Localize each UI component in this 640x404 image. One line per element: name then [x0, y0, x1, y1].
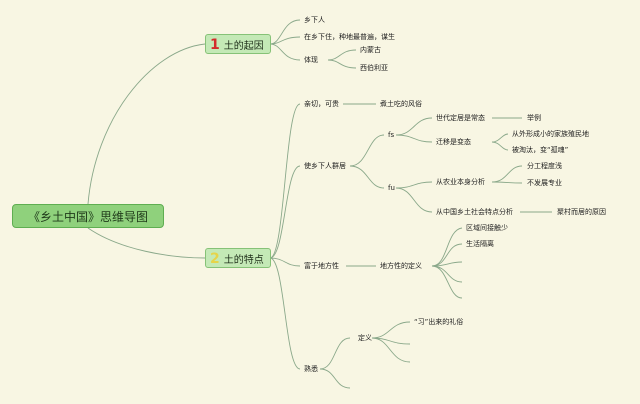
node-cunluo[interactable]: 聚村而居的原因 — [557, 208, 606, 216]
node-zhongdi[interactable]: 在乡下住，种地最普遍，谋生 — [304, 33, 395, 41]
node-fengong[interactable]: 分工程度浅 — [527, 162, 562, 170]
branch-origin-number: 1 — [210, 37, 220, 53]
node-guhun[interactable]: 被淘汰，变“孤魂” — [512, 146, 569, 154]
node-zhimindi[interactable]: 从外形成小的家族殖民地 — [512, 130, 589, 138]
node-zhuanye[interactable]: 不发展专业 — [527, 179, 562, 187]
node-xiboliya[interactable]: 西伯利亚 — [360, 64, 388, 72]
node-zhutu[interactable]: 煮土吃的风俗 — [380, 100, 422, 108]
node-jiechu[interactable]: 区域间接触少 — [466, 224, 508, 232]
node-dingyi[interactable]: 定义 — [358, 334, 372, 342]
node-fu[interactable]: fu — [388, 184, 395, 192]
node-lijiu[interactable]: 举例 — [527, 114, 541, 122]
node-fuyu[interactable]: 富于地方性 — [304, 262, 339, 270]
node-shuxi[interactable]: 熟悉 — [304, 365, 318, 373]
branch-features-number: 2 — [210, 251, 220, 267]
node-qunju[interactable]: 使乡下人群居 — [304, 162, 346, 170]
node-tixian[interactable]: 体现 — [304, 56, 318, 64]
node-xi[interactable]: “习”出来的礼俗 — [414, 318, 464, 326]
node-qianyi[interactable]: 迁移是变态 — [436, 138, 471, 146]
node-shidai[interactable]: 世代定居是常态 — [436, 114, 485, 122]
branch-features-label: 土的特点 — [223, 255, 264, 266]
node-fs[interactable]: fs — [388, 131, 395, 139]
node-geli[interactable]: 生活隔离 — [466, 240, 494, 248]
node-difang-def[interactable]: 地方性的定义 — [380, 262, 422, 270]
central-topic[interactable]: 《乡土中国》思维导图 — [12, 204, 164, 228]
node-shehui[interactable]: 从中国乡土社会特点分析 — [436, 208, 513, 216]
branch-origin-label: 土的起因 — [223, 41, 264, 52]
node-neimenggu[interactable]: 内蒙古 — [360, 46, 381, 54]
node-xiangxiaren[interactable]: 乡下人 — [304, 16, 325, 24]
node-nongye[interactable]: 从农业本身分析 — [436, 178, 485, 186]
node-qinqie[interactable]: 亲切，可贵 — [304, 100, 339, 108]
